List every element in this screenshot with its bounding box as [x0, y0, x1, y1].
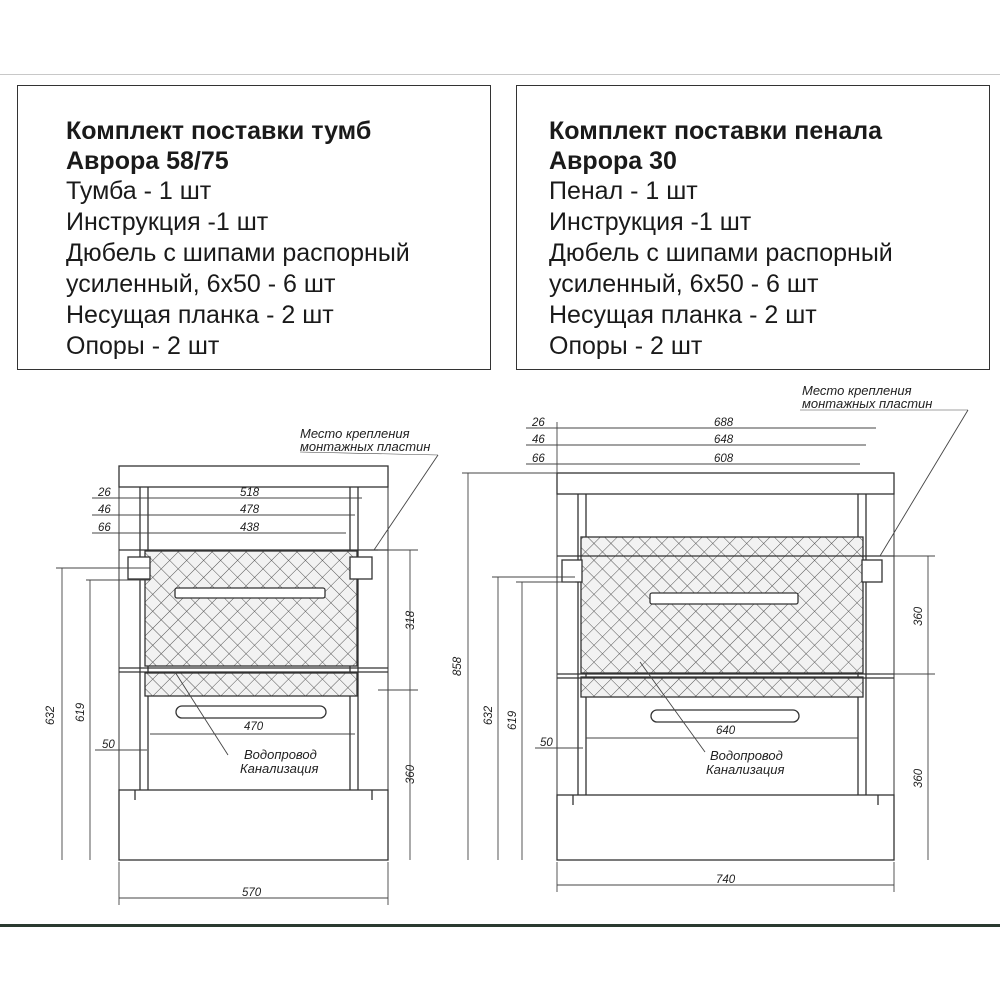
- dim-left-318: 318: [405, 610, 417, 630]
- dim-left-619: 619: [75, 702, 87, 722]
- kit-right-title-1: Комплект поставки пенала: [549, 117, 883, 145]
- left-basket-lower: [144, 672, 358, 697]
- right-cabinet: [556, 472, 895, 861]
- top-divider: [0, 74, 1000, 75]
- dim-right-858: 858: [452, 656, 464, 676]
- left-mount-bracket: [349, 556, 373, 580]
- dim-right-46: 46: [532, 434, 545, 446]
- dim-right-66: 66: [532, 453, 545, 465]
- kit-left-item: Дюбель с шипами распорный: [66, 239, 410, 267]
- dim-right-360-top: 360: [913, 606, 925, 626]
- dim-left-438: 438: [240, 522, 260, 534]
- left-handle-lower: [175, 705, 327, 719]
- right-basket-lower: [580, 676, 864, 698]
- dim-right-740: 740: [716, 874, 736, 886]
- right-handle-lower: [650, 709, 800, 723]
- kit-left-item: Тумба - 1 шт: [66, 177, 212, 205]
- right-note-pipes-2: Канализация: [706, 762, 784, 777]
- kit-box-left: Комплект поставки тумб Аврора 58/75 Тумб…: [17, 85, 491, 370]
- dim-right-619: 619: [507, 710, 519, 730]
- kit-left-item: Инструкция -1 шт: [66, 208, 269, 236]
- right-mount-bracket: [861, 559, 883, 583]
- kit-right-item: Дюбель с шипами распорный: [549, 239, 893, 267]
- kit-left-item: усиленный, 6х50 - 6 шт: [66, 270, 336, 298]
- left-note-mount-2: монтажных пластин: [300, 439, 430, 454]
- right-dimension-lines: [462, 409, 969, 892]
- left-handle-upper: [174, 587, 326, 599]
- dim-right-648: 648: [714, 434, 734, 446]
- dim-left-478: 478: [240, 504, 260, 516]
- dim-left-66: 66: [98, 522, 111, 534]
- kit-right-item: Опоры - 2 шт: [549, 332, 703, 360]
- kit-left-item: Опоры - 2 шт: [66, 332, 220, 360]
- dim-right-688: 688: [714, 417, 734, 429]
- dim-left-470: 470: [244, 721, 264, 733]
- right-note-mount-1: Место крепления: [802, 383, 912, 398]
- kit-right-item: Пенал - 1 шт: [549, 177, 698, 205]
- left-cabinet: [118, 465, 389, 861]
- kit-right-item: усиленный, 6х50 - 6 шт: [549, 270, 819, 298]
- right-basket-upper: [580, 536, 864, 674]
- left-basket-upper: [144, 550, 358, 667]
- bottom-divider: [0, 924, 1000, 927]
- right-plinth: [556, 794, 895, 861]
- kit-box-right: Комплект поставки пенала Аврора 30 Пенал…: [516, 85, 990, 370]
- left-plinth: [118, 789, 389, 861]
- left-countertop: [118, 465, 389, 488]
- kit-left-title-1: Комплект поставки тумб: [66, 117, 372, 145]
- right-note-mount-2: монтажных пластин: [802, 396, 932, 411]
- dim-left-632: 632: [45, 705, 57, 725]
- kit-left-item: Несущая планка - 2 шт: [66, 301, 334, 329]
- kit-right-item: Инструкция -1 шт: [549, 208, 752, 236]
- dim-left-26: 26: [97, 487, 111, 499]
- left-note-pipes-2: Канализация: [240, 761, 318, 776]
- kit-right-item: Несущая планка - 2 шт: [549, 301, 817, 329]
- dim-left-360: 360: [405, 764, 417, 784]
- left-note-mount-1: Место крепления: [300, 426, 410, 441]
- dim-right-50: 50: [540, 737, 553, 749]
- right-countertop: [556, 472, 895, 495]
- right-handle-upper: [649, 592, 799, 605]
- dim-right-608: 608: [714, 453, 734, 465]
- dim-right-640: 640: [716, 725, 736, 737]
- dim-left-46: 46: [98, 504, 111, 516]
- kit-left-title-2: Аврора 58/75: [66, 147, 229, 175]
- dim-right-360-bottom: 360: [913, 768, 925, 788]
- left-note-pipes-1: Водопровод: [244, 747, 317, 762]
- dim-left-570: 570: [242, 887, 262, 899]
- left-dimension-lines: [56, 451, 439, 905]
- dim-right-26: 26: [531, 417, 545, 429]
- dim-left-50: 50: [102, 739, 115, 751]
- right-mount-bracket: [561, 559, 583, 583]
- dim-right-632: 632: [483, 705, 495, 725]
- kit-right-title-2: Аврора 30: [549, 147, 677, 175]
- right-note-pipes-1: Водопровод: [710, 748, 783, 763]
- dim-left-518: 518: [240, 487, 260, 499]
